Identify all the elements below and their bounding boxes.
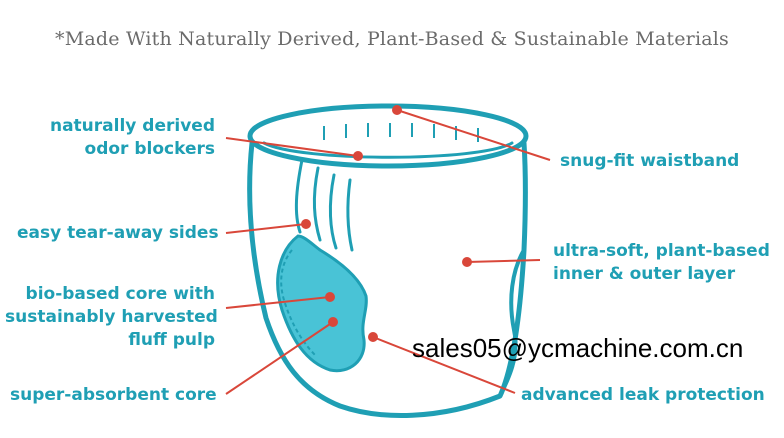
side-seam-4 (346, 178, 354, 252)
label-core-line1: bio-based core with (25, 284, 215, 304)
label-core-line2: sustainably harvested (5, 307, 218, 327)
pointer-dot-tear (301, 219, 311, 229)
label-layer-line1: ultra-soft, plant-based (553, 241, 770, 261)
waistband-ticks (323, 123, 479, 142)
label-core-line3: fluff pulp (128, 330, 215, 350)
pointer-dot-layer (462, 257, 472, 267)
waistband-inner-rim (262, 141, 514, 159)
pointer-dot-absorbent (328, 317, 338, 327)
headline: *Made With Naturally Derived, Plant-Base… (55, 28, 729, 50)
pointer-dot-odor (353, 151, 363, 161)
side-seam-3 (328, 173, 338, 250)
pointer-lines (225, 105, 551, 395)
label-layer-line2: inner & outer layer (553, 264, 736, 284)
label-odor-line2: odor blockers (84, 139, 215, 159)
side-seam-2 (312, 166, 322, 242)
label-tear-away: easy tear-away sides (17, 223, 219, 243)
label-plant-layer: ultra-soft, plant-based inner & outer la… (553, 240, 770, 286)
pointer-dot-waistband (392, 105, 402, 115)
leg-opening (498, 248, 526, 398)
waistband-rim (247, 103, 529, 169)
diaper-illustration (247, 103, 529, 418)
watermark-email: sales05@ycmachine.com.cn (412, 333, 744, 363)
label-leak-protection: advanced leak protection (521, 385, 765, 405)
label-odor-line1: naturally derived (49, 116, 215, 136)
label-bio-core: bio-based core with sustainably harveste… (5, 283, 218, 352)
label-waistband: snug-fit waistband (560, 151, 740, 171)
pointer-dot-leak (368, 332, 378, 342)
pointer-dot-core (325, 292, 335, 302)
label-odor-blockers: naturally derived odor blockers (30, 115, 215, 161)
label-absorbent-core: super-absorbent core (10, 385, 217, 405)
side-seam (294, 158, 304, 234)
